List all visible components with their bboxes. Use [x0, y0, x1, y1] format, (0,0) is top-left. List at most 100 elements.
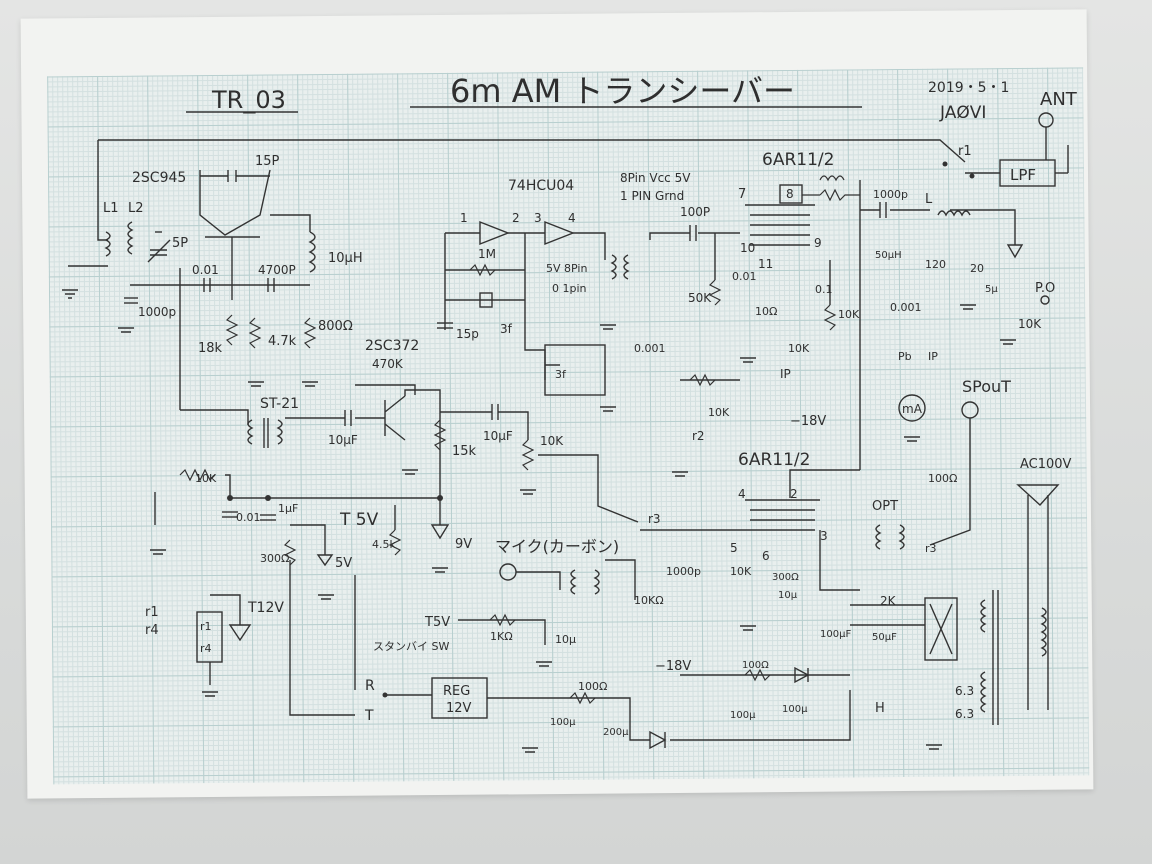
- t12v-label: T12V: [247, 600, 284, 616]
- tube2-pin3: 3: [820, 529, 828, 543]
- vr10k-bias-label: 10K: [708, 406, 730, 419]
- c100p-label: 100P: [680, 205, 710, 219]
- t5v-label: T 5V: [339, 510, 379, 530]
- r15k-label: 15k: [452, 444, 477, 459]
- z9v-label: 9V: [455, 537, 472, 552]
- c20-label: 20: [970, 262, 984, 275]
- tube2-pin5: 5: [730, 541, 738, 555]
- r10k-e-label: 10K: [730, 565, 752, 578]
- c100u-c-label: 100μ: [782, 704, 808, 715]
- ic-note2: 1 PIN Grnd: [620, 189, 684, 203]
- c1000p-r-label: 1000p: [873, 188, 908, 201]
- c15p-label: 15P: [255, 154, 280, 169]
- c200u-label: 200μ: [603, 727, 629, 738]
- c1uf-label: 1μF: [278, 502, 298, 515]
- r1m-label: 1M: [478, 247, 496, 261]
- z5v-label: 5V: [335, 556, 352, 571]
- tube2-pin2: 2: [790, 487, 798, 501]
- lpf-label: LPF: [1010, 166, 1036, 184]
- relay-r1-label: r1: [958, 144, 972, 159]
- relay-range-r4: r4: [145, 623, 159, 638]
- pin0-label: 0 1pin: [552, 282, 587, 295]
- relay-range-r1: r1: [145, 605, 159, 620]
- r10k-po-label: 10K: [1018, 317, 1042, 331]
- c4700p-label: 4700P: [258, 263, 296, 277]
- r100-label: 100Ω: [928, 472, 957, 485]
- drawing-date: 2019・5・1: [928, 80, 1009, 96]
- tube2-label: 6AR11/2: [738, 450, 810, 470]
- l1-label: L1: [103, 201, 119, 216]
- c001-b-label: 0.01: [236, 511, 261, 524]
- r1k-label: 1KΩ: [490, 630, 513, 643]
- relay-coil-r4: r4: [200, 642, 212, 655]
- q1-label: 2SC945: [132, 170, 186, 186]
- c001-c-label: 0.01: [732, 270, 757, 283]
- m18-label: −18V: [655, 659, 691, 674]
- pin2-label: 2: [512, 211, 520, 225]
- pin3-label: 3: [534, 211, 542, 225]
- c01-label: 0.1: [815, 283, 833, 296]
- milliammeter: [898, 394, 926, 422]
- r300-label: 300Ω: [260, 552, 289, 565]
- bias-sw-label: スタンバイ SW: [373, 640, 449, 653]
- r10k-d-label: 10K: [788, 342, 810, 355]
- c5u-label: 5μ: [985, 284, 998, 295]
- pin4-label: 4: [568, 211, 576, 225]
- sw-r-label: R: [365, 678, 375, 694]
- tube1-pin7: 7: [738, 187, 746, 202]
- st21-label: ST-21: [260, 396, 299, 412]
- c50uf-label: 50μF: [872, 632, 897, 643]
- vr10k-a-label: 10K: [195, 472, 217, 485]
- h-label: H: [875, 701, 885, 716]
- sw-t-label: T: [364, 708, 374, 724]
- r300-b-label: 300Ω: [772, 572, 799, 583]
- c10u-b-label: 10μ: [555, 633, 576, 646]
- c10uf-label: 10μF: [328, 433, 358, 447]
- c1000p-b-label: 1000p: [666, 565, 701, 578]
- r800-label: 800Ω: [318, 319, 353, 334]
- tube2-pin4: 4: [738, 487, 746, 501]
- c100uf-label: 100μF: [820, 629, 851, 640]
- r50k-label: 50K: [688, 291, 712, 305]
- c0001-b-label: 0.001: [890, 301, 922, 314]
- reg-label: REG: [443, 684, 470, 699]
- tube1-label: 6AR11/2: [762, 150, 834, 170]
- c10uf-b-label: 10μF: [483, 429, 513, 443]
- bridge-rectifier: [924, 597, 958, 661]
- tube2-pin6: 6: [762, 549, 770, 563]
- ip2-label: IP: [928, 350, 938, 363]
- c5p-label: 5P: [172, 236, 188, 251]
- r470k-label: 470K: [372, 357, 404, 371]
- c15p-b-label: 15p: [456, 327, 479, 341]
- r3-label: r3: [925, 542, 937, 555]
- ma-label: mA: [902, 402, 923, 416]
- r2k-label: 2K: [880, 594, 897, 608]
- ac100-label: AC100V: [1020, 457, 1072, 472]
- relay-r3-sw-label: r3: [648, 512, 661, 526]
- pin1-label: 1: [460, 211, 468, 225]
- c1000p-left-label: 1000p: [138, 305, 176, 319]
- pin5v-label: 5V 8Pin: [546, 262, 587, 275]
- r10k-c-label: 10K: [838, 308, 860, 321]
- c100u-b-label: 100μ: [730, 710, 756, 721]
- l-label: L: [925, 192, 933, 207]
- reg12-label: 12V: [446, 701, 472, 716]
- relay-r2-label: r2: [692, 429, 705, 443]
- l2-label: L2: [128, 201, 144, 216]
- drawing-code: TR_03: [211, 86, 286, 114]
- vr10k-af-label: 10K: [540, 434, 564, 448]
- c10u-label: 10μ: [778, 590, 798, 601]
- r45k-label: 4.5k: [372, 538, 396, 551]
- mic-label: マイク(カーボン): [495, 537, 619, 556]
- pb-label: Pb: [898, 350, 912, 363]
- tube1-pin11: 11: [758, 257, 773, 271]
- t5v-b-label: T5V: [424, 615, 450, 630]
- spout-label: SPouT: [962, 377, 1011, 396]
- r100c-label: 100Ω: [742, 660, 769, 671]
- mic-jack: [499, 563, 517, 581]
- v63b-label: 6.3: [955, 707, 974, 721]
- tube1-pin9: 9: [814, 236, 822, 250]
- ant-label: ANT: [1040, 89, 1078, 110]
- ic-label: 74HCU04: [508, 178, 574, 194]
